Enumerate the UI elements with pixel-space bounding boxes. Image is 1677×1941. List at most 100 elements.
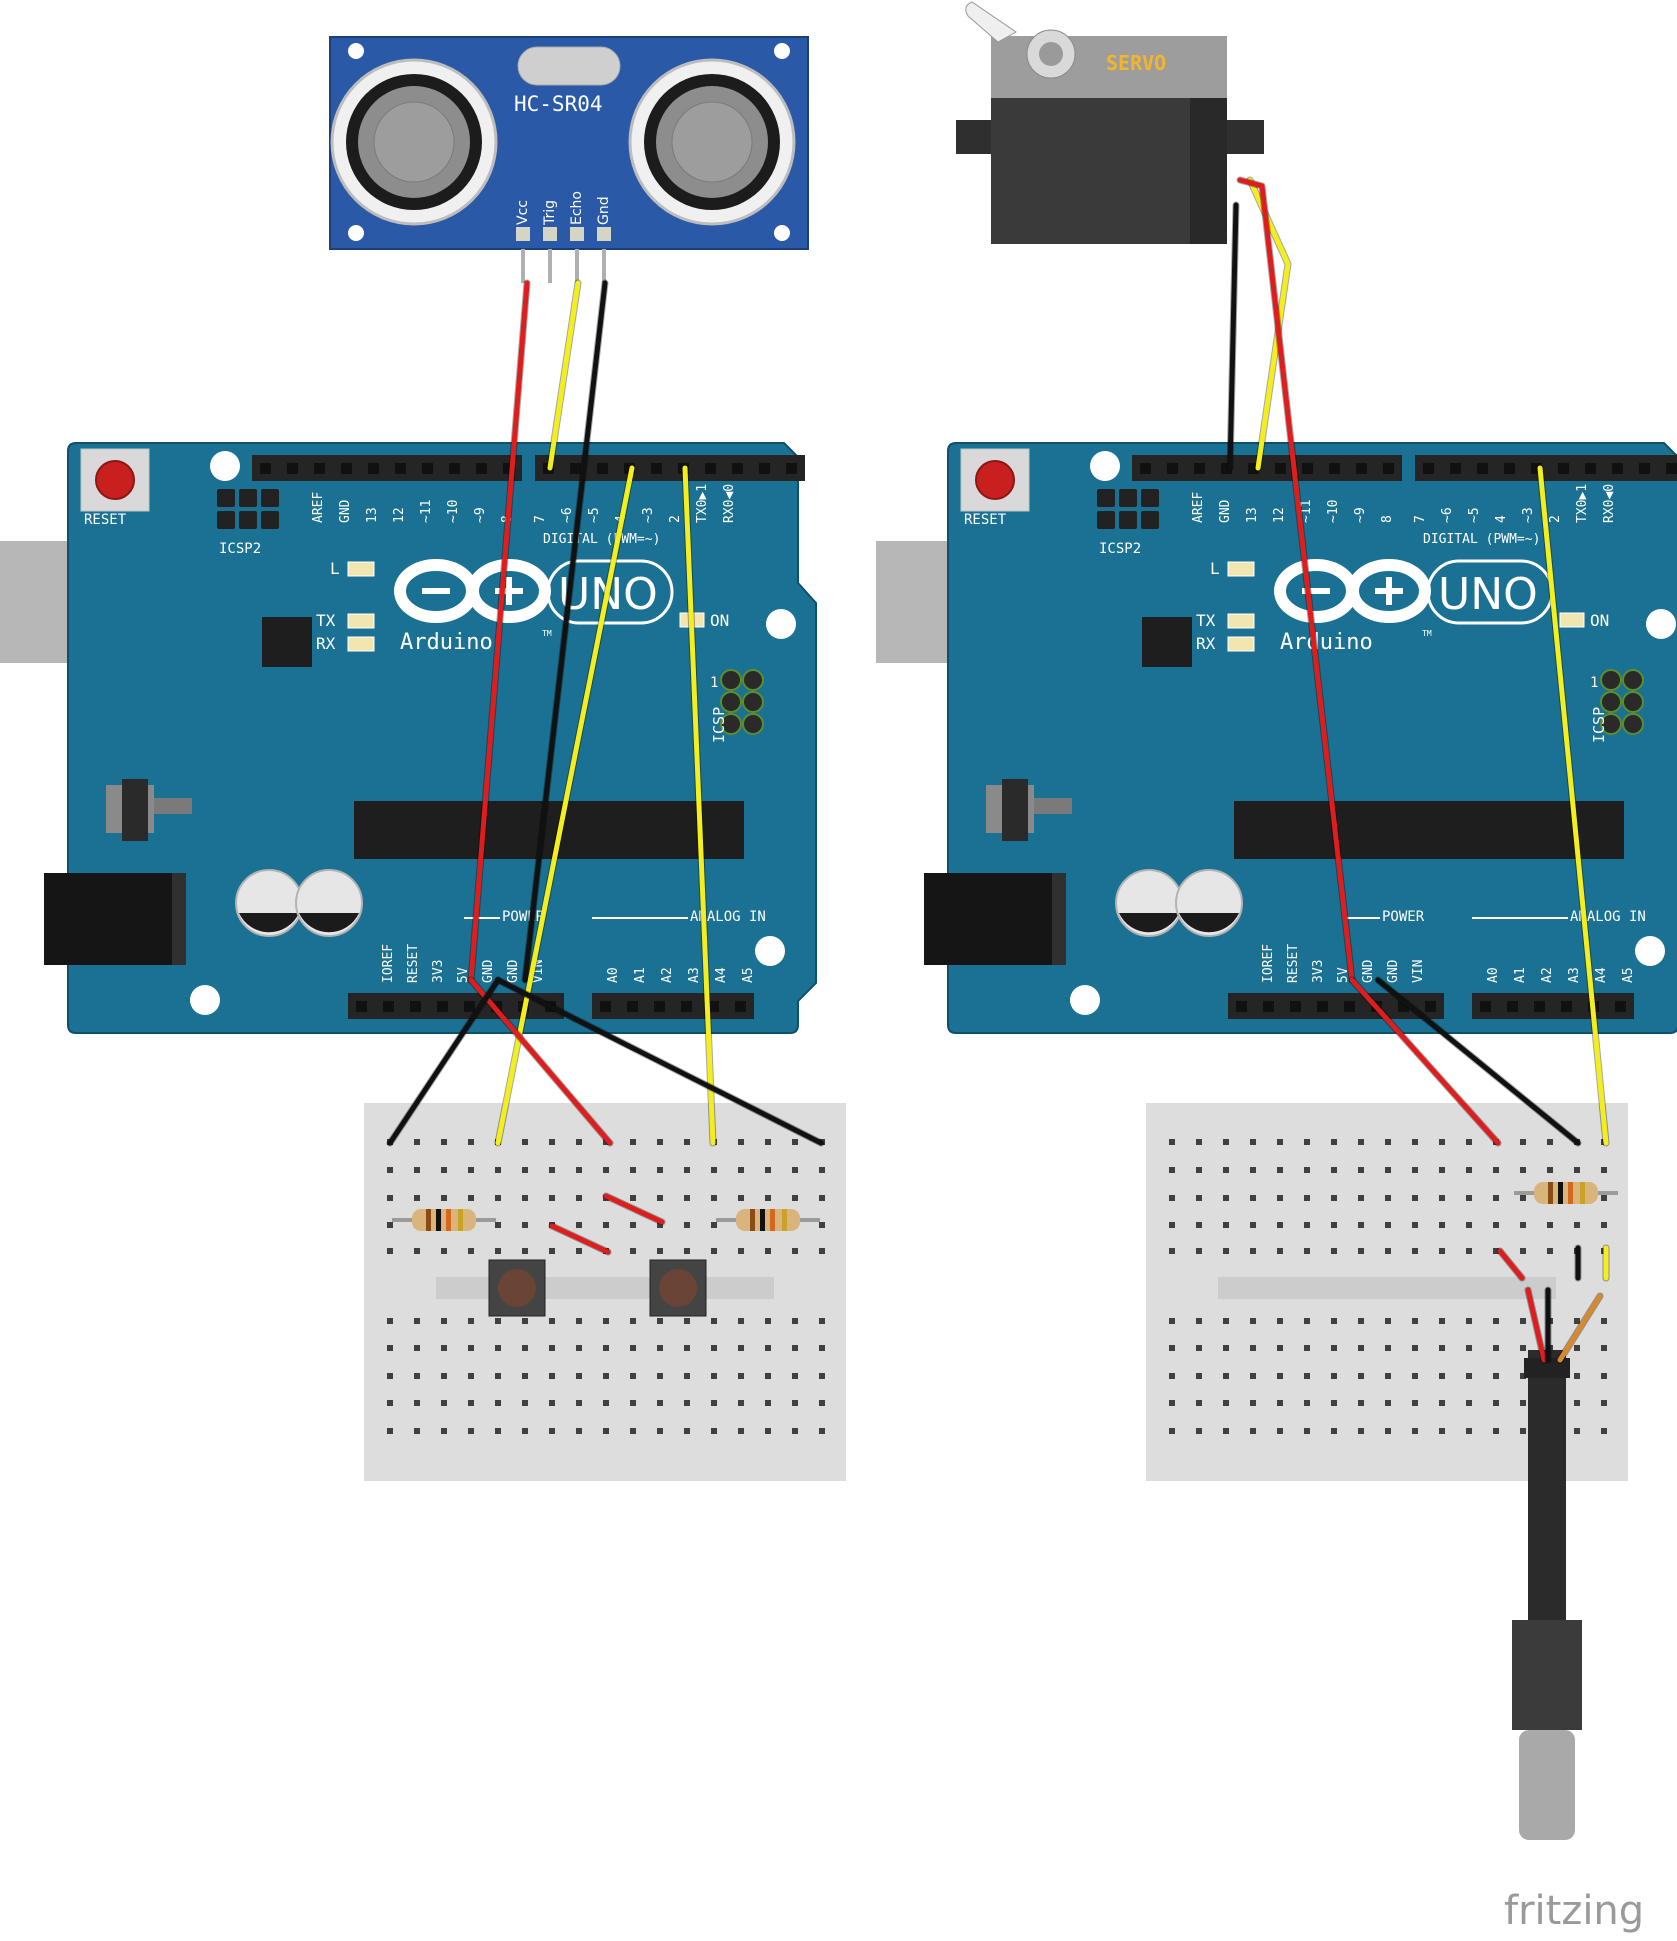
dc-jack bbox=[44, 873, 184, 965]
breadboard-hole bbox=[1304, 1139, 1310, 1145]
breadboard-hole bbox=[1331, 1167, 1337, 1173]
pin-socket bbox=[1167, 463, 1178, 474]
digital-pin-label: 13 bbox=[1245, 507, 1260, 523]
breadboard-hole bbox=[387, 1167, 393, 1173]
power-pin-label: VIN bbox=[1411, 960, 1426, 983]
digital-pin-label: ~11 bbox=[1299, 500, 1314, 523]
power-pin-label: 3V3 bbox=[431, 960, 446, 983]
transducer-core bbox=[671, 101, 753, 183]
wire-gnd-bb1 bbox=[387, 977, 501, 1146]
breadboard-hole bbox=[549, 1139, 555, 1145]
resistor-band bbox=[750, 1209, 755, 1231]
breadboard-hole bbox=[1223, 1195, 1229, 1201]
breadboard-hole bbox=[1412, 1373, 1418, 1379]
sensor-pin-pad bbox=[516, 227, 530, 241]
breadboard-hole bbox=[1493, 1167, 1499, 1173]
pin-socket bbox=[503, 463, 514, 474]
sensor-pin-leg bbox=[575, 249, 579, 283]
breadboard-hole bbox=[1466, 1167, 1472, 1173]
breadboard-hole bbox=[1277, 1428, 1283, 1434]
breadboard-hole bbox=[684, 1428, 690, 1434]
breadboard-hole bbox=[414, 1318, 420, 1324]
icsp-pin bbox=[1600, 713, 1622, 735]
breadboard-hole bbox=[603, 1428, 609, 1434]
breadboard-hole bbox=[1574, 1373, 1580, 1379]
pin-socket bbox=[437, 1001, 448, 1012]
icsp2-label: ICSP2 bbox=[1099, 541, 1141, 557]
analog-pin-label: A0 bbox=[606, 967, 621, 983]
breadboard-hole bbox=[765, 1373, 771, 1379]
capacitor-1 bbox=[1175, 869, 1243, 937]
breadboard-hole bbox=[1223, 1428, 1229, 1434]
pushbutton-0 bbox=[488, 1259, 546, 1317]
digital-pin-label: ~5 bbox=[587, 507, 602, 523]
digital-pin-label: 12 bbox=[1272, 507, 1287, 523]
breadboard-hole bbox=[1358, 1222, 1364, 1228]
breadboard-hole bbox=[1169, 1167, 1175, 1173]
icsp-pin bbox=[742, 713, 764, 735]
digital-pin-label: 2 bbox=[668, 515, 683, 523]
breadboard-hole bbox=[765, 1139, 771, 1145]
breadboard-hole bbox=[1196, 1222, 1202, 1228]
digital-pin-label: AREF bbox=[1191, 492, 1206, 523]
breadboard-hole bbox=[468, 1139, 474, 1145]
reset-button bbox=[975, 460, 1015, 500]
pin-socket bbox=[1477, 463, 1488, 474]
breadboard-hole bbox=[1331, 1428, 1337, 1434]
breadboard-hole bbox=[495, 1248, 501, 1254]
pin-socket bbox=[314, 463, 325, 474]
breadboard-hole bbox=[1277, 1400, 1283, 1406]
breadboard-hole bbox=[603, 1345, 609, 1351]
capacitor-1 bbox=[295, 869, 363, 937]
digital-pin-label: ~11 bbox=[419, 500, 434, 523]
digital-pin-label: 13 bbox=[365, 507, 380, 523]
breadboard-hole bbox=[414, 1373, 420, 1379]
transducer-0 bbox=[330, 58, 498, 226]
pin-header bbox=[1415, 455, 1677, 481]
dc-jack-face bbox=[172, 873, 186, 965]
breadboard-hole bbox=[711, 1222, 717, 1228]
breadboard-hole bbox=[1331, 1222, 1337, 1228]
breadboard-hole bbox=[1439, 1222, 1445, 1228]
pin-socket bbox=[1302, 463, 1313, 474]
breadboard-hole bbox=[711, 1318, 717, 1324]
pin-socket bbox=[651, 463, 662, 474]
led-l bbox=[347, 561, 375, 577]
breadboard-hole bbox=[468, 1248, 474, 1254]
led-l-label: L bbox=[1210, 559, 1220, 578]
wire-servo-gnd bbox=[1227, 202, 1239, 471]
pin-socket bbox=[1194, 463, 1205, 474]
breadboard-hole bbox=[1223, 1222, 1229, 1228]
breadboard-hole bbox=[495, 1167, 501, 1173]
digital-label: DIGITAL (PWM=~) bbox=[543, 532, 660, 547]
breadboard-hole bbox=[657, 1222, 663, 1228]
atmega-chip bbox=[1234, 801, 1624, 859]
pin-socket bbox=[570, 463, 581, 474]
breadboard-hole bbox=[1574, 1318, 1580, 1324]
left-components bbox=[392, 1182, 1618, 1317]
breadboard-hole bbox=[738, 1195, 744, 1201]
breadboard-hole bbox=[819, 1318, 825, 1324]
icsp2-pin bbox=[239, 511, 257, 529]
breadboard-hole bbox=[1493, 1345, 1499, 1351]
digital-pin-label: ~9 bbox=[473, 507, 488, 523]
breadboard-hole bbox=[711, 1400, 717, 1406]
wire-trig bbox=[547, 280, 581, 471]
pin-socket bbox=[1356, 463, 1367, 474]
breadboard-hole bbox=[1304, 1318, 1310, 1324]
breadboard-hole bbox=[576, 1139, 582, 1145]
breadboard-hole bbox=[1601, 1195, 1607, 1201]
power-label: POWER bbox=[1382, 909, 1425, 925]
probe-lead-orange bbox=[1557, 1293, 1603, 1363]
breadboard-hole bbox=[1547, 1139, 1553, 1145]
pin-socket bbox=[1383, 463, 1394, 474]
breadboard-hole bbox=[1493, 1248, 1499, 1254]
breadboard-hole bbox=[711, 1195, 717, 1201]
breadboard-hole bbox=[711, 1167, 717, 1173]
breadboard-hole bbox=[1520, 1139, 1526, 1145]
digital-pin-label: ~9 bbox=[1353, 507, 1368, 523]
icsp-pin bbox=[742, 669, 764, 691]
breadboard-hole bbox=[792, 1400, 798, 1406]
